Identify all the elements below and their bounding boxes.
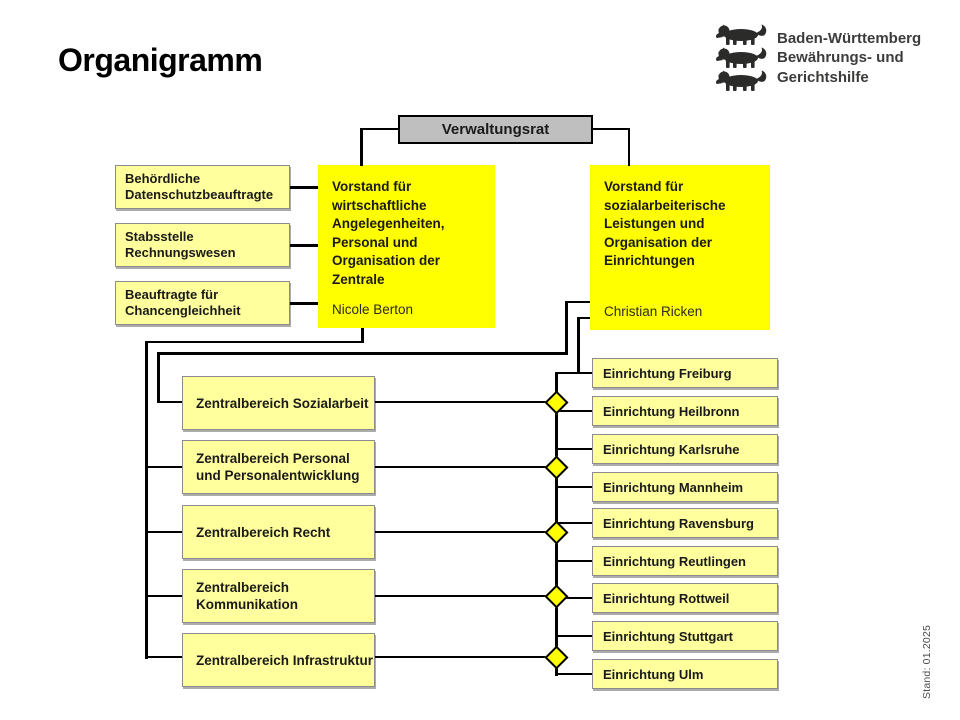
connector-line: [577, 316, 580, 374]
einrichtung-label: Einrichtung Freiburg: [603, 365, 732, 381]
connector-line: [360, 127, 363, 166]
vorstand-title: Vorstand für sozialarbeiterische Leistun…: [604, 179, 726, 268]
connector-line: [565, 300, 590, 304]
einrichtung-box-mannheim: Einrichtung Mannheim: [592, 472, 778, 502]
zentralbereich-label: Zentralbereich Personal und Personalentw…: [196, 451, 360, 483]
staff-box-datenschutz: Behördliche Datenschutzbeauftragte: [115, 165, 290, 209]
connector-line: [555, 596, 592, 600]
zentralbereich-box-infrastruktur: Zentralbereich Infrastruktur: [182, 633, 375, 687]
verwaltungsrat-box: Verwaltungsrat: [398, 115, 593, 144]
connector-line: [555, 409, 592, 413]
staff-box-label: Stabsstelle Rechnungswesen: [125, 229, 236, 260]
einrichtung-label: Einrichtung Rottweil: [603, 590, 730, 606]
connector-line: [555, 485, 592, 489]
connector-line: [360, 127, 398, 130]
connector-line: [145, 655, 182, 659]
connector-line: [555, 371, 579, 375]
connector-diamond: [544, 454, 569, 480]
bw-three-lions-icon: [715, 24, 767, 91]
connector-line: [290, 302, 318, 305]
zentralbereich-label: Zentralbereich Sozialarbeit: [196, 395, 369, 411]
staff-box-chancengleichheit: Beauftragte für Chancengleichheit: [115, 281, 290, 325]
einrichtung-box-freiburg: Einrichtung Freiburg: [592, 358, 778, 388]
einrichtung-label: Einrichtung Ulm: [603, 666, 704, 682]
vorstand-name: Christian Ricken: [604, 303, 703, 319]
connector-line: [375, 465, 555, 469]
zentralbereich-label: Zentralbereich Infrastruktur: [196, 652, 374, 668]
einrichtung-label: Einrichtung Reutlingen: [603, 553, 746, 569]
connector-line: [290, 244, 318, 247]
vorstand-title: Vorstand für wirtschaftliche Angelegenhe…: [332, 179, 445, 287]
connector-line: [145, 594, 182, 598]
verwaltungsrat-label: Verwaltungsrat: [441, 121, 550, 138]
connector-line: [375, 530, 555, 534]
connector-diamond: [544, 583, 569, 609]
staff-box-rechnungswesen: Stabsstelle Rechnungswesen: [115, 223, 290, 267]
connector-line: [375, 400, 555, 404]
connector-line: [361, 328, 364, 342]
connector-line: [593, 127, 630, 130]
einrichtung-label: Einrichtung Karlsruhe: [603, 441, 740, 457]
page-title: Organigramm: [58, 42, 263, 78]
vorstand-name: Nicole Berton: [332, 301, 414, 317]
zentralbereich-box-recht: Zentralbereich Recht: [182, 505, 375, 559]
connector-line: [145, 530, 182, 534]
connector-line: [627, 127, 630, 166]
einrichtung-box-rottweil: Einrichtung Rottweil: [592, 583, 778, 613]
zentralbereich-box-kommunikation: Zentralbereich Kommunikation: [182, 569, 375, 623]
einrichtung-label: Einrichtung Heilbronn: [603, 403, 740, 419]
logo: Baden-Württemberg Bewährungs- und Gerich…: [714, 24, 921, 92]
zentralbereich-box-personal: Zentralbereich Personal und Personalentw…: [182, 440, 375, 494]
connector-line: [145, 340, 364, 343]
einrichtung-label: Einrichtung Stuttgart: [603, 628, 733, 644]
connector-line: [555, 559, 592, 563]
einrichtung-box-reutlingen: Einrichtung Reutlingen: [592, 546, 778, 576]
logo-text: Baden-Württemberg Bewährungs- und Gerich…: [777, 29, 921, 88]
zentralbereich-box-sozialarbeit: Zentralbereich Sozialarbeit: [182, 376, 375, 430]
connector-line: [565, 300, 568, 355]
connector-line: [145, 465, 182, 469]
einrichtung-label: Einrichtung Mannheim: [603, 479, 744, 495]
einrichtung-box-ulm: Einrichtung Ulm: [592, 659, 778, 689]
vorstand-wirtschaft-box: Vorstand für wirtschaftliche Angelegenhe…: [318, 165, 495, 328]
connector-line: [157, 400, 182, 404]
connector-line: [555, 447, 592, 451]
connector-line: [555, 672, 592, 676]
einrichtung-box-stuttgart: Einrichtung Stuttgart: [592, 621, 778, 651]
connector-line: [555, 634, 592, 638]
zentralbereich-label: Zentralbereich Recht: [196, 524, 331, 540]
connector-line: [375, 655, 555, 659]
staff-box-label: Beauftragte für Chancengleichheit: [125, 287, 241, 318]
connector-line: [577, 371, 592, 375]
connector-line: [375, 594, 555, 598]
logo-line-1: Baden-Württemberg: [777, 29, 922, 47]
logo-line-3: Gerichtshilfe: [777, 68, 869, 86]
einrichtung-box-karlsruhe: Einrichtung Karlsruhe: [592, 434, 778, 464]
connector-line: [145, 340, 148, 659]
einrichtung-label: Einrichtung Ravensburg: [603, 515, 754, 531]
einrichtung-box-heilbronn: Einrichtung Heilbronn: [592, 396, 778, 426]
connector-diamond: [544, 644, 569, 670]
connector-line: [555, 521, 592, 525]
connector-line: [157, 352, 568, 355]
staff-box-label: Behördliche Datenschutzbeauftragte: [125, 171, 274, 202]
connector-line: [578, 316, 590, 320]
logo-line-2: Bewährungs- und: [777, 49, 904, 67]
connector-line: [290, 186, 318, 189]
stand-note: Stand: 01.2025: [921, 624, 933, 699]
einrichtung-box-ravensburg: Einrichtung Ravensburg: [592, 508, 778, 538]
zentralbereich-label: Zentralbereich Kommunikation: [196, 580, 299, 612]
connector-line: [157, 352, 160, 403]
vorstand-sozial-box: Vorstand für sozialarbeiterische Leistun…: [590, 165, 770, 330]
